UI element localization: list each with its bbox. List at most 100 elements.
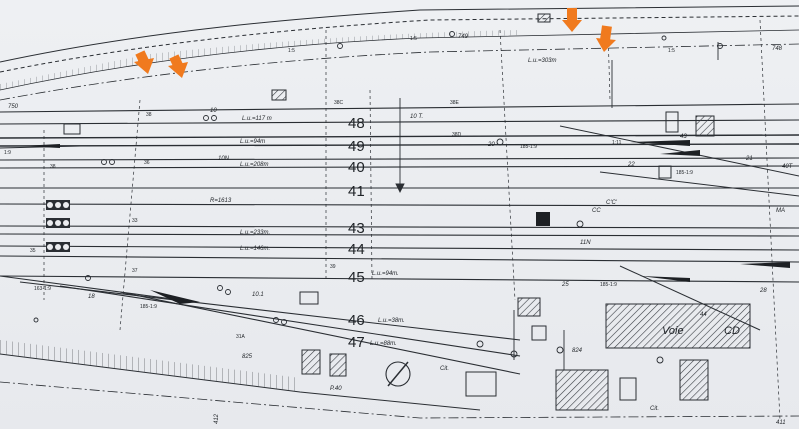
km-748: 748 (772, 46, 783, 52)
label-36: 36 (144, 160, 150, 166)
label-824: 824 (572, 348, 583, 354)
building-hatched-1 (695, 115, 715, 137)
useful-length-48: L.u.=117 m (242, 116, 272, 122)
track-number-47: 47 (348, 334, 365, 351)
ratio-185-d: 185-1:9 (140, 304, 157, 310)
ratio-1-5-c: 1:5 (668, 48, 675, 54)
useful-length-46: L.u.=38m. (378, 318, 405, 324)
label-43: 43 (680, 134, 687, 140)
label-33: 33 (132, 218, 138, 224)
useful-length-44: L.u.=146m. (240, 246, 270, 252)
annotation-arrow-2 (168, 54, 188, 78)
misc-labels: 10 T. 10N 10 10.1 825 824 20 21 22 25 28… (4, 36, 794, 412)
signal-cluster-center (536, 212, 550, 226)
label-10n: 10N (218, 156, 230, 162)
building-outline-4 (619, 377, 637, 401)
label-cc-2: CC (592, 208, 601, 214)
building-outline-6 (658, 165, 672, 179)
label-44: 44 (700, 312, 707, 318)
label-22: 22 (627, 162, 635, 168)
useful-length-45: L.u.=94m. (372, 271, 399, 277)
label-21: 21 (745, 156, 753, 162)
radius-label: R=1613 (210, 198, 232, 204)
kilometre-posts: 749 748 750 411 412 (8, 34, 786, 426)
useful-length-labels: L.u.=117 m L.u.=94m L.u.=208m L.u.=233m.… (210, 58, 557, 347)
label-38e: 38E (450, 100, 460, 106)
useful-length-49: L.u.=94m (240, 139, 265, 145)
ratio-163: 163-1:9 (34, 286, 51, 292)
label-38d: 38D (452, 132, 462, 138)
km-411: 411 (776, 420, 786, 426)
label-38b: 38 (146, 112, 152, 118)
label-10: 10 (210, 108, 217, 114)
label-38: 38 (50, 164, 56, 170)
label-825: 825 (242, 354, 253, 360)
building-outline-5 (465, 371, 497, 397)
label-31a: 31A (236, 334, 246, 340)
building-outline-7 (531, 325, 547, 341)
ratio-185-c: 185-1:9 (600, 282, 617, 288)
useful-length-47: L.u.=88m. (370, 341, 397, 347)
turntable (385, 361, 411, 387)
building-hatched-2 (271, 89, 287, 101)
lower-scale-band (0, 340, 799, 419)
building-outline-1 (665, 111, 679, 133)
track-number-48: 48 (348, 115, 365, 132)
ratio-1-9: 1:9 (4, 150, 11, 156)
label-10t: 10 T. (410, 114, 423, 120)
building-hatched-6 (555, 369, 609, 411)
label-37: 37 (132, 268, 138, 274)
ratio-1-5-b: 1:5 (410, 36, 417, 42)
label-voie: Voie (662, 325, 684, 337)
small-symbols (33, 31, 723, 364)
building-outline-3 (299, 291, 319, 305)
label-20: 20 (487, 142, 495, 148)
building-hatched-5 (517, 297, 541, 317)
label-cit-2: Cit. (650, 406, 659, 412)
km-412: 412 (214, 413, 220, 424)
main-tracks (0, 103, 799, 375)
track-number-49: 49 (348, 138, 365, 155)
label-28: 28 (759, 288, 767, 294)
label-11n: 11N (580, 240, 591, 246)
upper-embankment (0, 5, 799, 101)
vertical-grid-lines (43, 19, 781, 421)
track-number-41: 41 (348, 183, 365, 200)
useful-length-40: L.u.=208m (240, 162, 269, 168)
label-cc-1: C'C' (606, 200, 618, 206)
track-number-44: 44 (348, 241, 365, 258)
track-number-43: 43 (348, 220, 365, 237)
label-cd: CD (724, 325, 740, 337)
ratio-1-11: 1:11 (612, 140, 622, 146)
label-25: 25 (561, 282, 569, 288)
label-39: 39 (330, 264, 336, 270)
km-749: 749 (458, 34, 469, 40)
upper-right-posts (395, 42, 719, 370)
track-number-labels: 48 49 40 41 43 44 45 46 47 (348, 115, 365, 351)
track-number-40: 40 (348, 159, 365, 176)
ratio-1-5-a: 1:5 (288, 48, 295, 54)
building-hatched-3 (301, 349, 321, 375)
ratio-185-b: 185-1:9 (676, 170, 693, 176)
annotation-arrow-4 (596, 25, 616, 52)
label-40t: 40T (782, 164, 794, 170)
km-750: 750 (8, 104, 19, 110)
track-number-45: 45 (348, 269, 365, 286)
signal-groups (46, 200, 550, 252)
ratio-185-a: 185-1:9 (520, 144, 537, 150)
label-10-1: 10.1 (252, 292, 264, 298)
label-38c: 38C (334, 100, 344, 106)
label-18: 18 (88, 294, 95, 300)
building-small-top (537, 13, 551, 23)
track-number-46: 46 (348, 312, 365, 329)
annotation-arrow-1 (134, 50, 154, 74)
building-outline-2 (63, 123, 81, 135)
label-p40: P.40 (330, 386, 342, 392)
annotation-arrows (134, 8, 616, 78)
building-voie-cd (605, 303, 751, 349)
label-35: 35 (30, 248, 36, 254)
building-blocks (63, 13, 751, 411)
building-hatched-7 (679, 359, 709, 401)
